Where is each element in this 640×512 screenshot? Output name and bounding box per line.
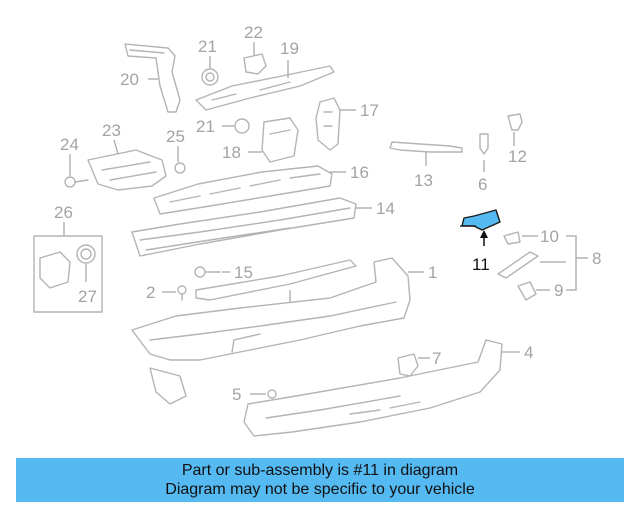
part-6-fastener (479, 133, 489, 155)
callout-21a: 21 (198, 37, 217, 56)
part-8-reflector (497, 251, 539, 279)
part-1-bumper-cover (131, 257, 411, 405)
callout-21b: 21 (196, 117, 215, 136)
part-21-clip-middle (234, 118, 250, 134)
part-5-screw (267, 389, 277, 399)
callout-12: 12 (508, 147, 527, 166)
callout-26: 26 (54, 203, 73, 222)
callout-7: 7 (432, 349, 441, 368)
callout-10: 10 (540, 227, 559, 246)
callout-19: 19 (280, 39, 299, 58)
callout-9: 9 (554, 281, 563, 300)
part-14-reinforcement (131, 197, 357, 257)
part-24-bolt (64, 176, 89, 188)
part-11-bracket-highlighted (460, 209, 501, 231)
part-4-valance (243, 339, 503, 437)
callout-2: 2 (146, 283, 155, 302)
part-2-screw (177, 285, 187, 301)
part-22-retainer (243, 53, 267, 75)
callout-18: 18 (222, 143, 241, 162)
leader-23 (113, 139, 119, 155)
callout-8: 8 (592, 249, 601, 268)
bracket-8-9 (566, 235, 577, 291)
part-23-side-bracket (87, 149, 167, 191)
part-10-clip (503, 231, 521, 245)
caption-line-1: Part or sub-assembly is #11 in diagram (181, 462, 459, 479)
callout-15: 15 (234, 263, 253, 282)
part-15-bolt (194, 266, 221, 278)
part-17-side-bracket (315, 97, 341, 151)
callout-23: 23 (102, 121, 121, 140)
part-20-bracket (124, 43, 181, 113)
callout-14: 14 (376, 199, 395, 218)
part-21-clip-top (201, 68, 219, 86)
part-9-socket (517, 281, 537, 301)
part-26-sensor-box (33, 235, 103, 313)
callout-17: 17 (360, 101, 379, 120)
callout-20: 20 (120, 70, 139, 89)
part-7-bracket (397, 353, 419, 377)
caption-line-2: Diagram may not be specific to your vehi… (165, 481, 475, 498)
callout-5: 5 (232, 385, 241, 404)
callout-22: 22 (244, 23, 263, 42)
callout-25: 25 (166, 127, 185, 146)
callout-6: 6 (478, 175, 487, 194)
callout-4: 4 (524, 343, 533, 362)
callout-1: 1 (428, 263, 437, 282)
callout-27: 27 (78, 287, 97, 306)
part-19-upper-bracket (195, 65, 335, 111)
callout-16: 16 (350, 163, 369, 182)
part-13-strip (389, 141, 463, 153)
callout-11: 11 (472, 255, 490, 274)
callout-13: 13 (414, 171, 433, 190)
part-12-clip (507, 113, 523, 131)
part-3-step-pad (195, 259, 357, 301)
part-18-mount (261, 117, 299, 163)
part-25-nut (174, 162, 186, 174)
part-16-absorber (153, 165, 333, 215)
arrow-11-icon (480, 230, 488, 238)
callout-24: 24 (60, 135, 79, 154)
caption-banner: Part or sub-assembly is #11 in diagram D… (16, 458, 624, 502)
